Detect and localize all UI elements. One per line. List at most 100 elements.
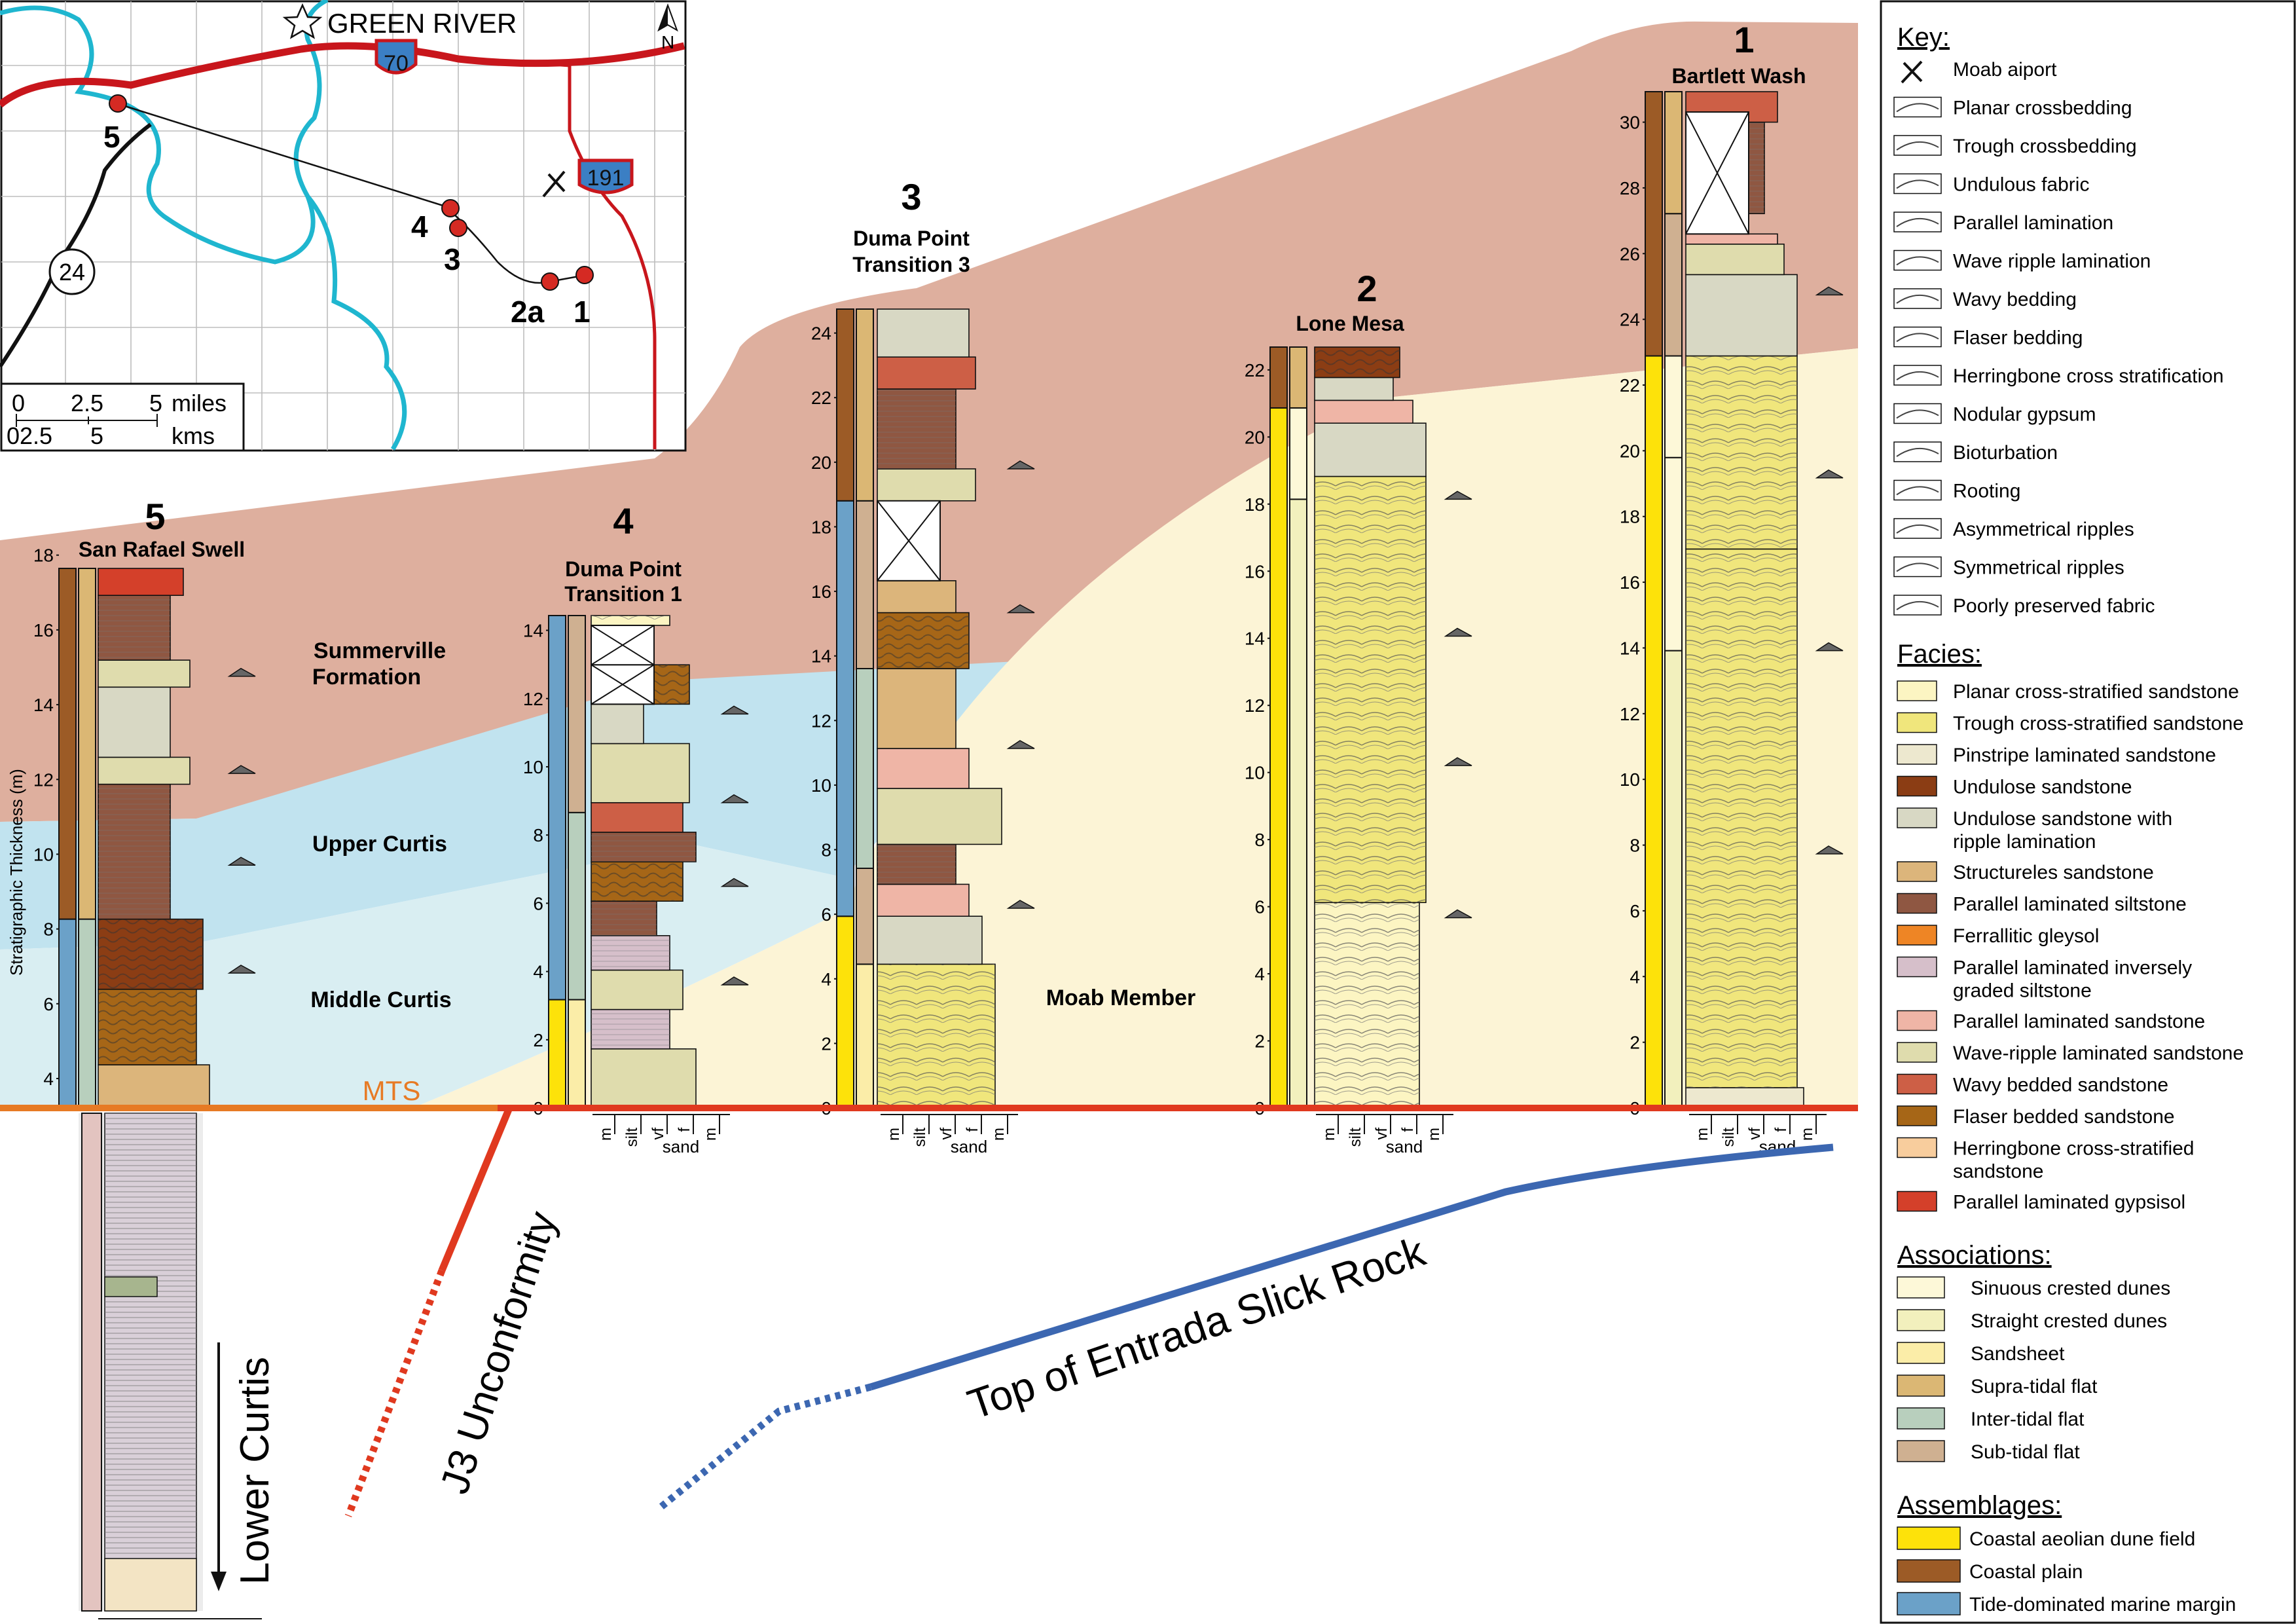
association-bar-segment [1664,213,1683,357]
thickness-tick-label: 20 [811,452,831,473]
lithology-bed [591,802,683,833]
thickness-tick-label: 8 [821,840,831,860]
section-1: 024681012141618202224262830msiltvffmsand [1620,91,1844,1156]
crossbedding-fill [877,964,995,1108]
legend-facies-item: Parallel laminated sandstone [1953,1011,2205,1033]
svg-text:2.5: 2.5 [20,422,52,449]
lithology-bed [1314,422,1427,477]
lithology-bed [98,756,191,785]
thickness-tick-label: 10 [1620,769,1640,790]
thickness-tick-label: 4 [1630,967,1640,987]
association-swatch [1897,1309,1945,1331]
section-1-name: Bartlett Wash [1671,64,1806,88]
crossbedding-fill [1315,476,1426,903]
thickness-tick-label: 20 [1245,427,1265,447]
facies-swatch [1897,775,1937,797]
herringbone-icon [1893,365,1942,386]
lower-curtis-lamination [105,1113,196,1611]
grain-size-label: silt [1720,1128,1738,1147]
grain-size-label: vf [649,1128,667,1140]
crossbedding-fill [1686,356,1797,549]
ripple-symbol-icon [720,794,749,803]
thickness-tick-label: 22 [1620,375,1640,396]
section-transect [116,102,587,284]
site-1-marker [575,266,594,284]
thickness-tick-label: 2 [533,1030,543,1050]
legend-facies-item: ripple lamination [1953,831,2096,853]
lamination-fill [877,844,956,885]
lithology-bed [877,748,970,789]
ripple-symbol-icon [1006,604,1035,614]
assemblage-bar-segment [58,918,77,1109]
middle-curtis-label: Middle Curtis [310,987,451,1012]
lower-curtis-bed [104,1558,197,1612]
lithology-bed [877,788,1002,845]
facies-swatch [1897,807,1937,828]
legend-association-item: Straight crested dunes [1971,1310,2167,1332]
legend-facies-item: Flaser bedded sandstone [1953,1106,2175,1128]
wavy-fill [1315,347,1400,378]
thickness-tick-label: 8 [1254,830,1265,850]
lower-curtis-label: Lower Curtis [232,1357,278,1585]
legend-facies-item: Trough cross-stratified sandstone [1953,713,2244,735]
town-label: GREEN RIVER [327,8,517,39]
section-4: 02468101214msiltvffmsand [523,615,749,1156]
section-5-number: 5 [145,496,165,537]
lithology-bed [877,915,983,965]
thickness-tick-label: 14 [811,646,831,667]
grain-size-sand-label: sand [1386,1137,1423,1156]
legend-key-item: Planar crossbedding [1953,98,2132,119]
site-label-3: 3 [444,242,461,276]
svg-text:0: 0 [12,390,25,416]
legend-facies-item: Wave-ripple laminated sandstone [1953,1043,2244,1064]
poorly-preserved-icon [1893,595,1942,616]
legend-key-item: Wave ripple lamination [1953,251,2151,272]
thickness-tick-label: 12 [523,689,543,709]
lithology-bed [591,703,644,745]
grain-size-label: m [885,1128,903,1141]
legend-facies-item: Undulose sandstone with [1953,808,2172,830]
association-bar-segment [568,615,586,813]
parallel-lamination-icon [1893,212,1942,232]
lower-curtis-arrow [211,1342,227,1591]
thickness-tick-label: 24 [811,323,831,344]
symmetrical-ripples-icon [1893,556,1942,578]
thickness-tick-label: 2 [1254,1031,1265,1052]
lithology-bed [877,468,976,502]
j3-unconformity-line [438,1106,513,1272]
lithology-bed [1685,243,1785,276]
legend-assemblage-item: Tide-dominated marine margin [1969,1594,2236,1615]
association-swatch [1897,1342,1945,1364]
legend-key-item: Moab aiport [1953,59,2057,81]
lithology-bed [98,1064,210,1109]
association-bar-segment [78,568,96,920]
section-3-number: 3 [901,176,921,217]
legend-facies-item: Pinstripe laminated sandstone [1953,745,2216,766]
assemblage-bar-segment [836,500,854,917]
site-label-5: 5 [103,120,120,154]
association-bar-segment [856,963,874,1109]
upper-curtis-label: Upper Curtis [312,832,447,857]
ripple-symbol-icon [1444,757,1472,766]
lower-curtis-column [79,1113,262,1619]
ripple-symbol-icon [720,705,749,715]
ripple-symbol-icon [1444,909,1472,919]
lithology-bed [1685,233,1778,245]
lamination-fill [591,1009,670,1049]
route-24-shield-icon: 24 [48,248,96,295]
legend-key-title: Key: [1897,23,1950,52]
svg-text:70: 70 [384,51,409,76]
site-label-4: 4 [411,210,428,244]
moab-member-area [419,348,1858,1107]
thickness-tick-label: 6 [1630,901,1640,921]
assemblage-bar-segment [58,568,77,920]
facies-swatch [1897,712,1937,733]
facies-swatch [1897,1042,1937,1063]
thickness-tick-label: 12 [33,769,54,790]
grain-size-label: m [702,1128,720,1141]
thickness-tick-label: 22 [811,388,831,408]
legend-facies-item: Planar cross-stratified sandstone [1953,681,2239,703]
wavy-fill [591,862,683,902]
entrada-slick-rock-line [869,1143,1834,1391]
